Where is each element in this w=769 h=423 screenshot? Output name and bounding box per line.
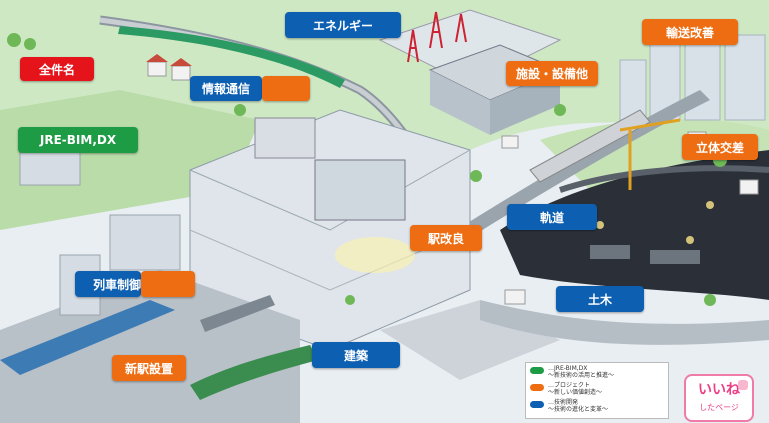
legend-box: …JRE-BIM,DX ～新技術の活用と推進～ …プロジェクト ～新しい価値創造…: [525, 362, 669, 419]
architecture-button[interactable]: 建築: [312, 342, 400, 368]
legend-green-swatch: [530, 367, 544, 374]
legend-item-tech-dev: …技術開発 ～技術の進化と変革～: [530, 399, 608, 413]
energy-button[interactable]: エネルギー: [285, 12, 401, 38]
legend-item-project: …プロジェクト ～新しい価値創造～: [530, 382, 602, 396]
thumbs-up-icon: [738, 380, 748, 390]
info-comm-orange-segment[interactable]: [262, 76, 310, 101]
all-projects-button[interactable]: 全件名: [20, 57, 94, 81]
legend-blue-swatch: [530, 401, 544, 408]
info-comm-button[interactable]: 情報通信: [190, 76, 262, 101]
train-control-button-blue[interactable]: 列車制御システム: [75, 271, 189, 297]
legend-title: …プロジェクト: [548, 382, 591, 389]
like-main-label: いいね: [698, 382, 740, 398]
liked-pages-button[interactable]: いいね したページ: [684, 374, 754, 422]
legend-subtitle: ～新しい価値創造～: [548, 389, 603, 396]
legend-subtitle: ～新技術の活用と推進～: [548, 372, 615, 379]
facility-button[interactable]: 施設・設備他: [506, 61, 598, 86]
jre-bim-dx-button[interactable]: JRE-BIM,DX: [18, 127, 138, 153]
like-sub-label: したページ: [699, 403, 739, 412]
legend-title: …技術開発: [548, 399, 579, 406]
station-improvement-button[interactable]: 駅改良: [410, 225, 482, 251]
legend-title: …JRE-BIM,DX: [548, 365, 588, 372]
new-station-button[interactable]: 新駅設置: [112, 355, 186, 381]
track-button[interactable]: 軌道: [507, 204, 597, 230]
legend-subtitle: ～技術の進化と変革～: [548, 406, 609, 413]
legend-item-jre-bim: …JRE-BIM,DX ～新技術の活用と推進～: [530, 365, 614, 379]
train-control-button-orange[interactable]: [141, 271, 195, 297]
civil-engineering-button[interactable]: 土木: [556, 286, 644, 312]
transport-improvement-button[interactable]: 輸送改善: [642, 19, 738, 45]
grade-separation-button[interactable]: 立体交差: [682, 134, 758, 160]
legend-orange-swatch: [530, 384, 544, 391]
